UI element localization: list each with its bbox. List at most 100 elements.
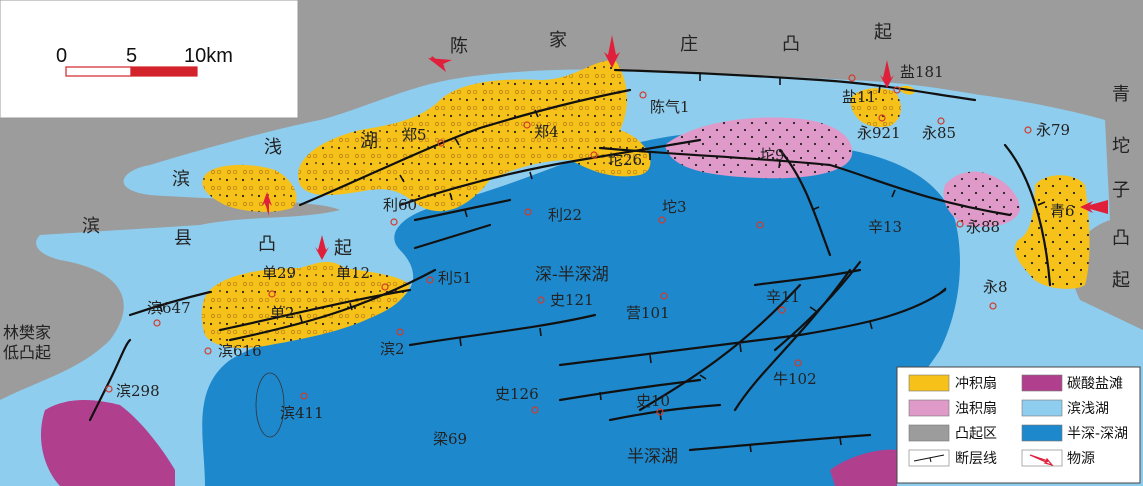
legend-swatch-provenance	[1021, 449, 1063, 467]
well-label: 单29	[262, 264, 296, 282]
fault-line	[108, 338, 132, 382]
legend-label-carbonate-beach: 碳酸盐滩	[1067, 376, 1123, 392]
well-label: 坨26	[608, 151, 642, 169]
well-label: 永79	[1036, 121, 1070, 139]
fault-line	[413, 223, 492, 250]
well-label: 滨647	[147, 299, 191, 317]
well-marker	[660, 292, 668, 300]
well-label: 单2	[270, 304, 295, 322]
well-label: 营101	[626, 304, 670, 322]
well-label: 滨298	[116, 382, 160, 400]
fault-line	[753, 268, 862, 287]
well-label: 永8	[983, 278, 1008, 296]
legend-swatch-shore-shallow-lake	[1021, 399, 1063, 417]
well-marker	[658, 216, 666, 224]
region-label: 坨	[1112, 136, 1130, 157]
well-label: 永85	[922, 124, 956, 142]
well-label: 坨9	[760, 146, 785, 164]
region-label: 起	[1112, 270, 1130, 291]
well-marker	[153, 319, 161, 327]
legend-swatch-carbonate-beach	[1021, 374, 1063, 392]
provenance-arrow	[604, 35, 620, 68]
region-label: 深-半深湖	[535, 265, 609, 285]
fault-line	[408, 313, 597, 347]
region-label: 起	[874, 22, 892, 43]
fault-line	[608, 403, 722, 422]
legend-label-alluvial-fan: 冲积扇	[955, 376, 997, 392]
well-label: 青6	[1050, 202, 1075, 220]
well-marker	[590, 151, 598, 159]
scale-bar-panel	[0, 0, 299, 119]
scale-label-0: 0	[56, 45, 67, 67]
region-label: 县	[174, 228, 192, 249]
fault-line	[638, 283, 802, 412]
well-label: 滨2	[380, 340, 405, 358]
scale-bar-red-segment	[130, 66, 198, 77]
well-marker	[848, 74, 856, 82]
well-label: 单12	[336, 264, 370, 282]
region-label: 半深湖	[627, 447, 678, 467]
alluvial-fan-binqian-pattern	[202, 164, 297, 212]
well-label: 滨411	[280, 404, 324, 422]
well-label: 史10	[636, 392, 670, 410]
fault-line	[218, 288, 412, 332]
well-label: 陈气1	[650, 98, 690, 116]
well-marker	[523, 121, 531, 129]
alluvial-fan-qing6-pattern	[1014, 175, 1090, 289]
well-marker	[656, 408, 664, 416]
well-label: 利60	[383, 196, 417, 214]
well-marker	[756, 221, 764, 229]
alluvial-fan-yan11-pattern	[850, 88, 902, 127]
local-ellipse-outline	[255, 372, 285, 438]
well-marker	[396, 328, 404, 336]
region-label: 陈	[450, 36, 468, 57]
fault-line	[228, 268, 437, 342]
fault-line	[773, 260, 862, 352]
well-marker	[437, 139, 445, 147]
scale-label-5: 5	[126, 45, 137, 67]
legend-label-turbidite-fan: 浊积扇	[955, 401, 997, 417]
well-marker	[639, 91, 647, 99]
well-label: 史126	[495, 385, 539, 403]
well-label: 永921	[857, 124, 901, 142]
well-marker	[537, 296, 545, 304]
well-label: 梁69	[433, 430, 467, 448]
provenance-arrow	[1080, 200, 1108, 214]
well-label: 永88	[966, 218, 1000, 236]
legend-label-provenance: 物源	[1067, 451, 1095, 467]
provenance-arrow	[880, 60, 894, 88]
legend-swatch-semi-deep-lake	[1021, 424, 1063, 442]
scale-label-10: 10km	[184, 45, 233, 67]
region-label: 凸	[782, 34, 800, 55]
well-marker	[937, 117, 945, 125]
scale-bar-white-segment	[65, 66, 132, 77]
fault-line	[1003, 143, 1052, 287]
region-labels: 陈 家 庄 凸 起 滨 浅 湖 滨 县 凸 起 林樊家 低凸起 青 坨 子 凸 …	[3, 22, 1130, 467]
well-label: 盐181	[900, 63, 944, 81]
provenance-arrows	[262, 35, 1108, 260]
well-marker	[426, 276, 434, 284]
well-marker	[878, 114, 886, 122]
alluvial-fans	[201, 60, 1090, 348]
semi-deep-lake-area	[202, 133, 961, 486]
region-label: 起	[334, 238, 352, 259]
provenance-arrow	[428, 56, 452, 72]
fault-line	[413, 198, 512, 222]
well-marker	[204, 347, 212, 355]
legend-label-shore-shallow-lake: 滨浅湖	[1067, 401, 1109, 417]
region-label: 滨	[172, 169, 190, 190]
legend-label-semi-deep-lake: 半深-深湖	[1067, 426, 1128, 442]
well-label: 盐11	[842, 88, 876, 106]
region-label: 滨	[82, 216, 100, 237]
region-label: 林樊家	[3, 323, 51, 342]
alluvial-fan-dan-pattern	[201, 261, 410, 348]
legend-provenance-arrow-icon	[1029, 454, 1054, 467]
well-marker	[105, 385, 113, 393]
fault-line	[688, 433, 872, 452]
well-marker	[893, 86, 901, 94]
fault-line	[598, 146, 1012, 217]
legend-label-fault-line: 断层线	[955, 451, 997, 467]
region-label: 湖	[360, 131, 378, 152]
